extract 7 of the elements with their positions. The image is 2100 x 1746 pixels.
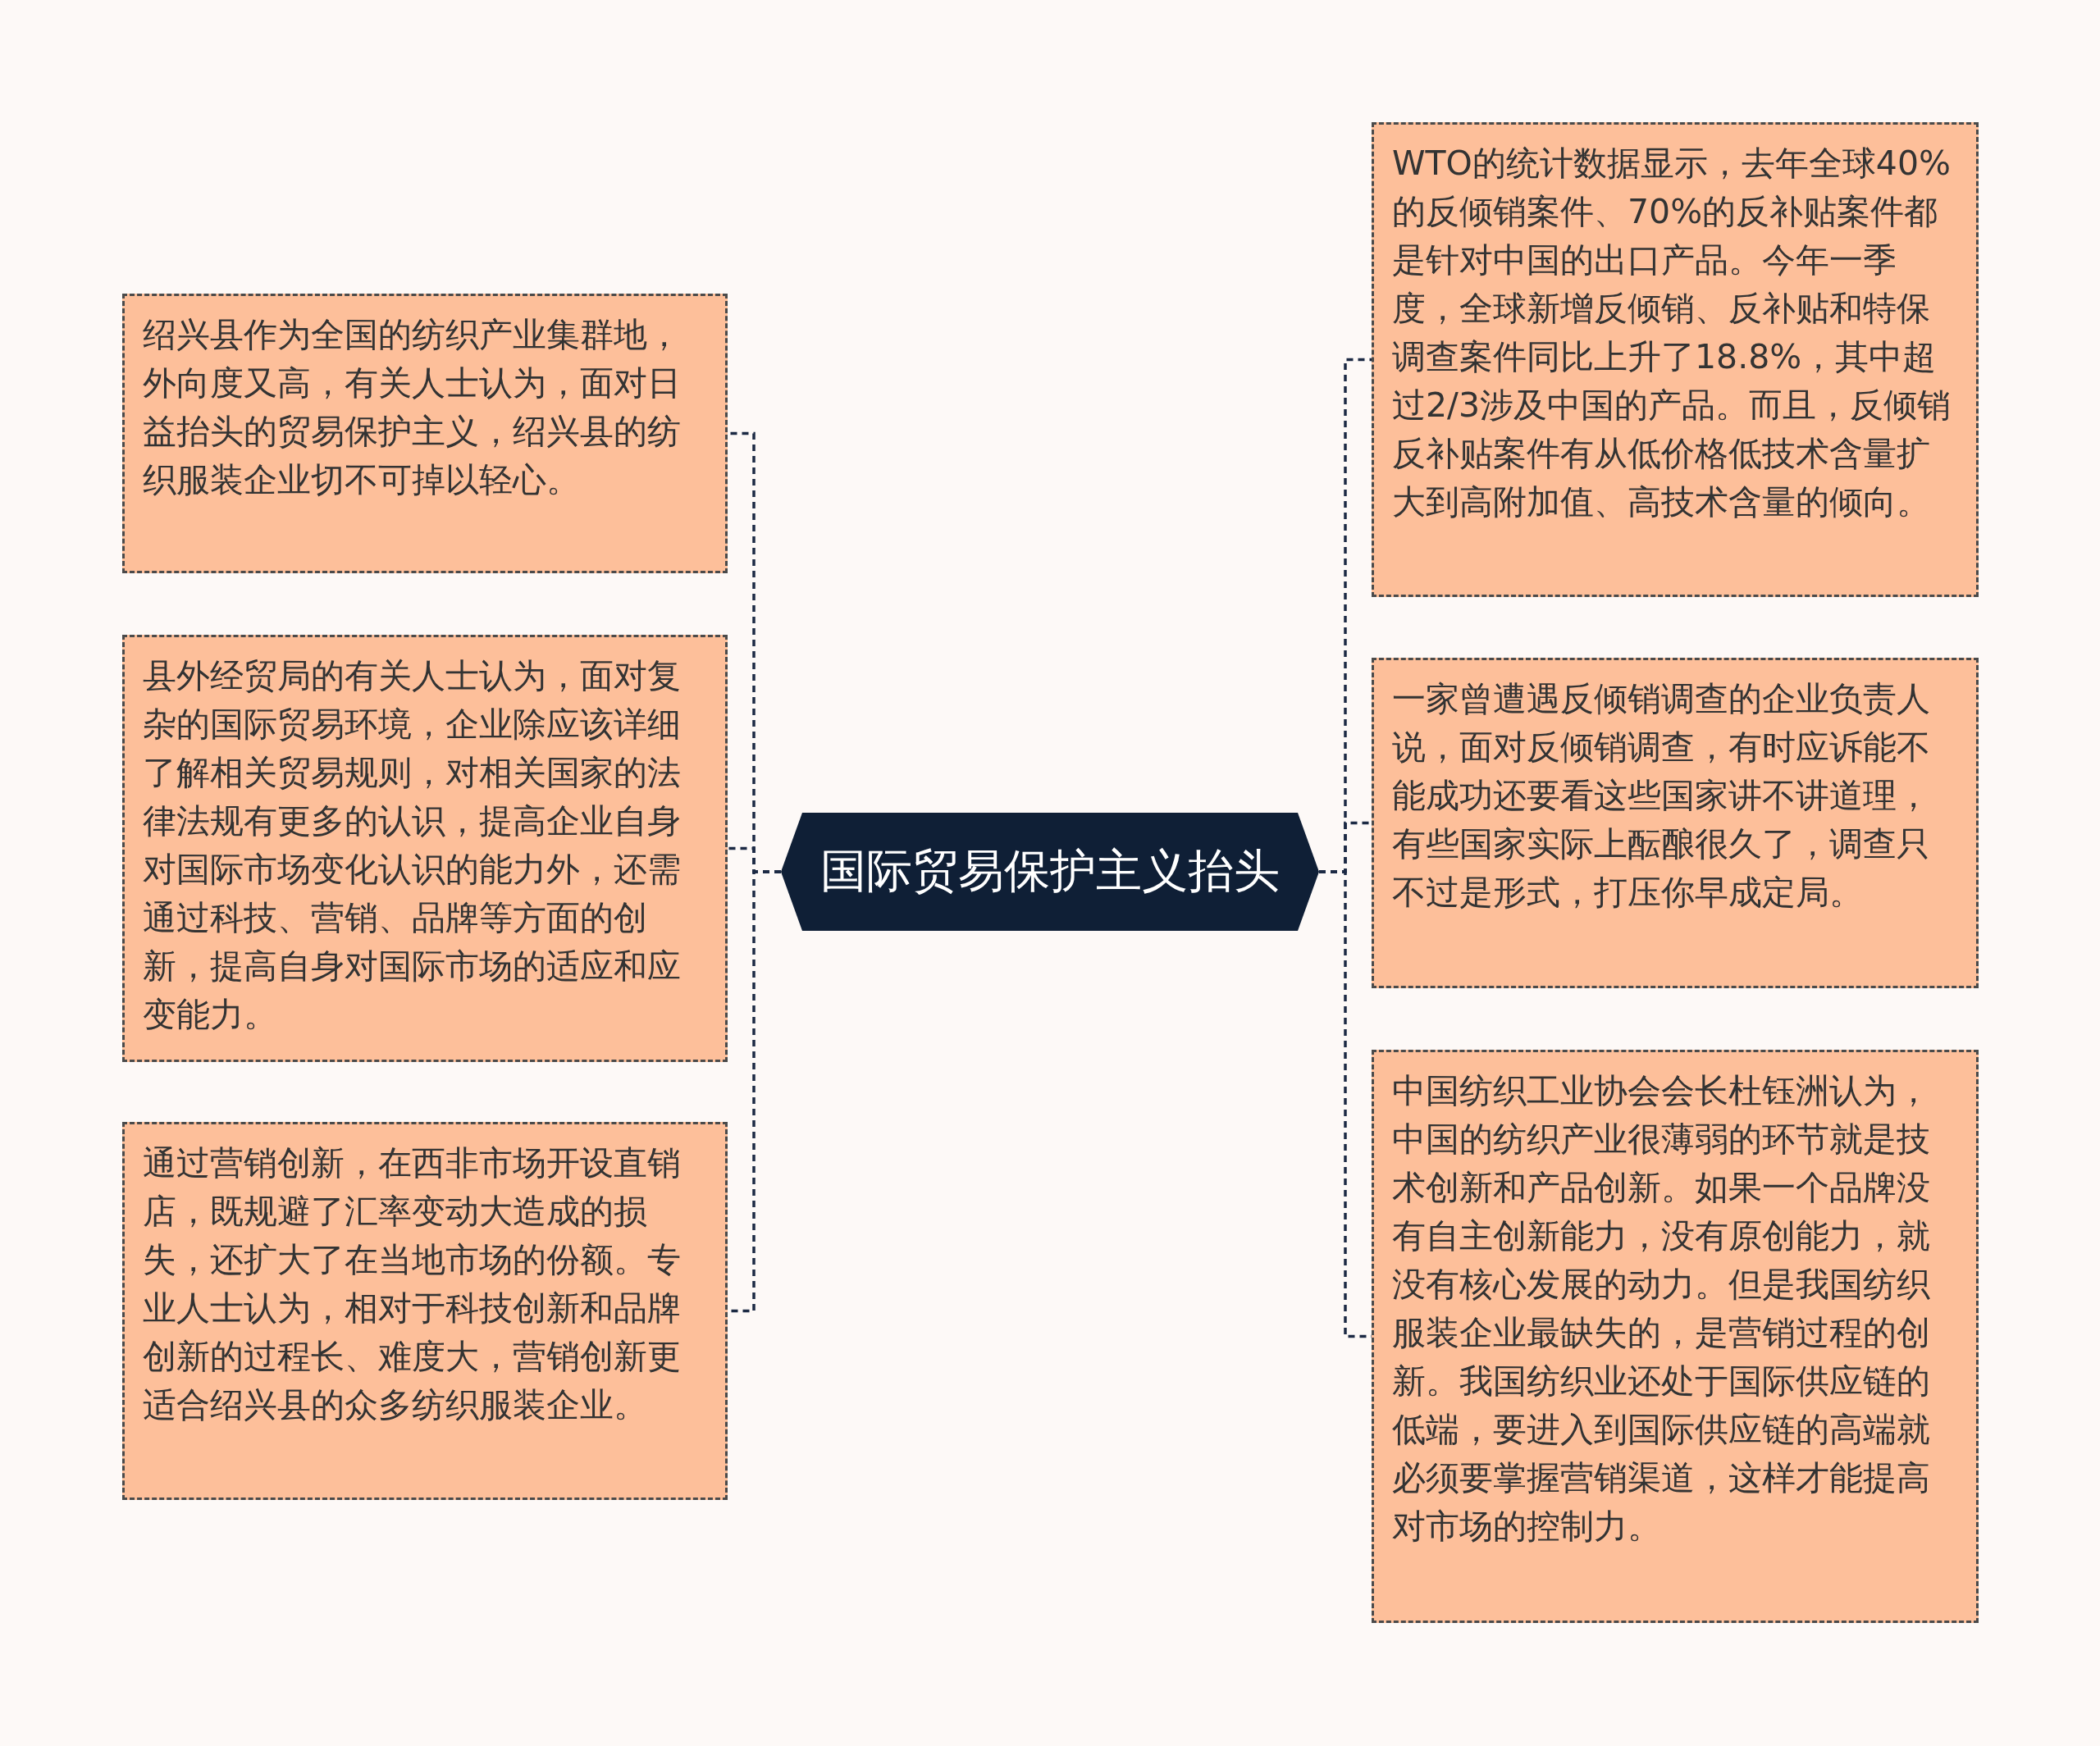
subtopic-box: 通过营销创新，在西非市场开设直销店，既规避了汇率变动大造成的损失，还扩大了在当地市场的份额。专业人士认为，相对于科技创新和品牌创新的过程长、难度大，营销创新更适合绍兴县的众多纺织服装企业。 xyxy=(122,1122,728,1500)
subtopic-box: WTO的统计数据显示，去年全球40%的反倾销案件、70%的反补贴案件都是针对中国的出口产品。今年一季度，全球新增反倾销、反补贴和特保调查案件同比上升了18.8%，其中超过2/3涉及中国的产品。而且，反倾销反补贴案件有从低价格低技术含量扩大到高附加值、高技术含量的倾向。 xyxy=(1372,122,1979,597)
subtopic-box: 绍兴县作为全国的纺织产业集群地，外向度又高，有关人士认为，面对日益抬头的贸易保护主义，绍兴县的纺织服装企业切不可掉以轻心。 xyxy=(122,294,728,573)
subtopic-box: 县外经贸局的有关人士认为，面对复杂的国际贸易环境，企业除应该详细了解相关贸易规则，对相关国家的法律法规有更多的认识，提高企业自身对国际市场变化认识的能力外，还需通过科技、营销、品牌等方面的创新，提高自身对国际市场的适应和应变能力。 xyxy=(122,635,728,1062)
central-topic-text: 国际贸易保护主义抬头 xyxy=(820,843,1280,899)
subtopic-box: 一家曾遭遇反倾销调查的企业负责人说，面对反倾销调查，有时应诉能不能成功还要看这些国家讲不讲道理，有些国家实际上酝酿很久了，调查只不过是形式，打压你早成定局。 xyxy=(1372,658,1979,988)
subtopic-box: 中国纺织工业协会会长杜钰洲认为，中国的纺织产业很薄弱的环节就是技术创新和产品创新。如果一个品牌没有自主创新能力，没有原创能力，就没有核心发展的动力。但是我国纺织服装企业最缺失的，是营销过程的创新。我国纺织业还处于国际供应链的低端，要进入到国际供应链的高端就必须要掌握营销渠道，这样才能提高对市场的控制力。 xyxy=(1372,1050,1979,1623)
